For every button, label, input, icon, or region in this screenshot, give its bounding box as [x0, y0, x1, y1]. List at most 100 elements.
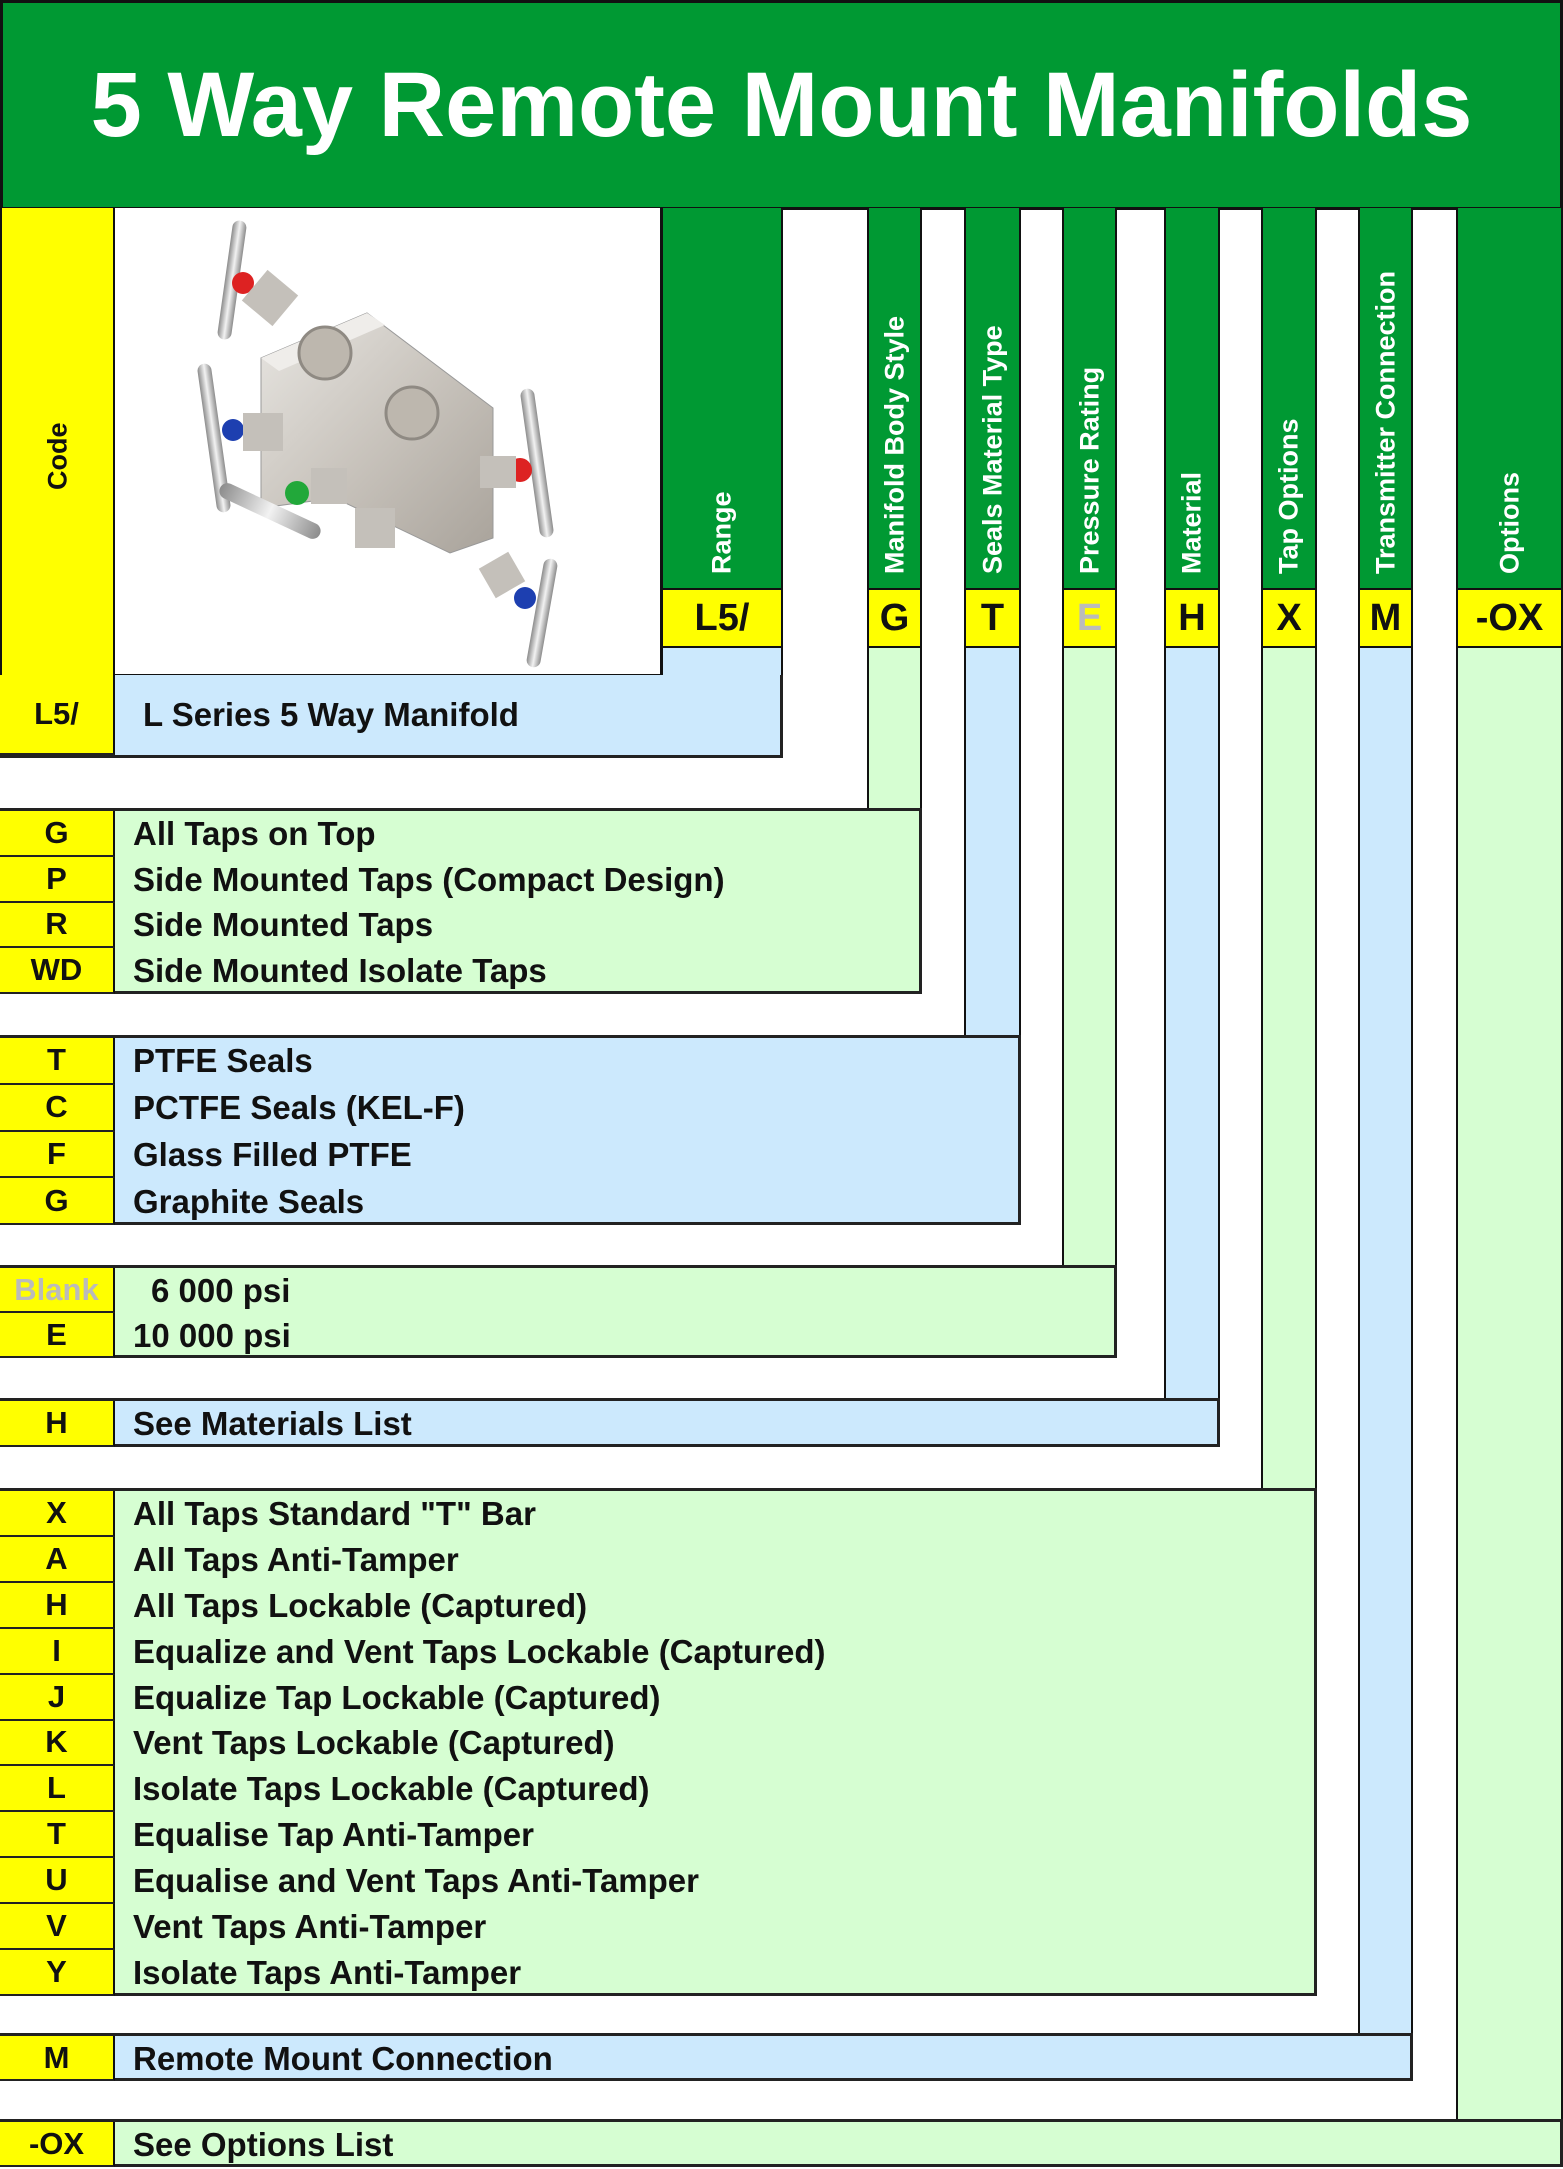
column-code-tap-options: X	[1261, 588, 1317, 648]
column-header-transmitter: Transmitter Connection	[1358, 208, 1413, 590]
option-code: T	[0, 1812, 115, 1859]
option-description: All Taps Lockable (Captured)	[133, 1586, 588, 1624]
option-code: M	[0, 2036, 115, 2081]
column-connector-seals	[964, 648, 1021, 1035]
option-code: J	[0, 1674, 115, 1721]
option-description: Vent Taps Lockable (Captured)	[133, 1724, 615, 1762]
option-code: G	[0, 811, 115, 857]
list-item: -OX See Options List	[0, 2122, 1560, 2167]
column-code-body-style: G	[867, 588, 922, 648]
option-description: Side Mounted Isolate Taps	[133, 952, 547, 990]
column-code-text: -OX	[1475, 596, 1544, 639]
code-column-header: Code	[0, 208, 115, 677]
option-code: G	[0, 1178, 115, 1225]
column-code-pressure: E	[1062, 588, 1117, 648]
column-header-pressure: Pressure Rating	[1062, 208, 1117, 590]
column-code-text: E	[1076, 596, 1103, 639]
column-label: Transmitter Connection	[1370, 270, 1400, 574]
column-code-options: -OX	[1456, 588, 1563, 648]
option-code: U	[0, 1858, 115, 1905]
option-code: V	[0, 1904, 115, 1951]
option-description: All Taps on Top	[133, 814, 376, 852]
column-code-seals: T	[964, 588, 1021, 648]
manifold-image	[197, 220, 558, 668]
column-header-body-style: Manifold Body Style	[867, 208, 922, 590]
option-description: All Taps Anti-Tamper	[133, 1540, 459, 1578]
option-code: I	[0, 1628, 115, 1675]
column-connector-material	[1164, 648, 1220, 1398]
section-material: H See Materials List	[0, 1398, 1220, 1447]
list-item: Blank 6 000 psi	[0, 1268, 1114, 1313]
column-header-range: Range	[661, 208, 783, 590]
column-label: Seals Material Type	[977, 325, 1007, 574]
column-label: Tap Options	[1273, 418, 1304, 575]
list-item: H See Materials List	[0, 1401, 1217, 1447]
option-description: See Options List	[133, 2125, 394, 2163]
list-item: U Equalise and Vent Taps Anti-Tamper	[0, 1858, 1314, 1905]
option-description: Equalise and Vent Taps Anti-Tamper	[133, 1862, 699, 1900]
option-description: 6 000 psi	[151, 1271, 291, 1309]
option-code: A	[0, 1536, 115, 1583]
column-code-text: X	[1276, 596, 1302, 639]
column-connector-options	[1456, 648, 1563, 2119]
column-code-text: M	[1369, 596, 1402, 639]
option-description: Side Mounted Taps (Compact Design)	[133, 860, 725, 898]
option-description: All Taps Standard "T" Bar	[133, 1494, 536, 1532]
option-description: Isolate Taps Lockable (Captured)	[133, 1770, 650, 1808]
option-description: Remote Mount Connection	[133, 2039, 553, 2077]
column-header-options: Options	[1456, 208, 1563, 590]
option-description: L Series 5 Way Manifold	[143, 696, 519, 733]
list-item: L Isolate Taps Lockable (Captured)	[0, 1766, 1314, 1813]
column-code-range: L5/	[661, 588, 783, 648]
list-item: C PCTFE Seals (KEL-F)	[0, 1084, 1018, 1132]
option-code: P	[0, 856, 115, 903]
column-connector-transmitter	[1358, 648, 1413, 2033]
product-photo	[115, 208, 663, 677]
option-code: H	[0, 1582, 115, 1629]
option-description: 10 000 psi	[133, 1316, 291, 1354]
column-label: Pressure Rating	[1074, 366, 1104, 574]
column-label: Options	[1494, 472, 1524, 574]
column-connector-pressure	[1062, 648, 1117, 1265]
option-description: Equalize and Vent Taps Lockable (Capture…	[133, 1632, 826, 1670]
column-label: Range	[706, 491, 737, 574]
list-item: P Side Mounted Taps (Compact Design)	[0, 856, 919, 903]
code-label: Code	[42, 422, 72, 491]
option-code: H	[0, 1401, 115, 1447]
option-code: X	[0, 1491, 115, 1537]
option-description: PCTFE Seals (KEL-F)	[133, 1089, 465, 1127]
option-code: -OX	[0, 2122, 115, 2167]
list-item: X All Taps Standard "T" Bar	[0, 1491, 1314, 1537]
list-item: L5/L Series 5 Way Manifold	[0, 675, 780, 755]
option-description: See Materials List	[133, 1405, 412, 1442]
list-item: A All Taps Anti-Tamper	[0, 1536, 1314, 1583]
option-code: T	[0, 1038, 115, 1085]
list-item: WD Side Mounted Isolate Taps	[0, 948, 919, 994]
column-label: Manifold Body Style	[879, 315, 909, 574]
option-code: WD	[0, 948, 115, 994]
title-text: 5 Way Remote Mount Manifolds	[90, 53, 1473, 156]
option-description: Isolate Taps Anti-Tamper	[133, 1954, 522, 1992]
option-code: C	[0, 1084, 115, 1132]
list-item: M Remote Mount Connection	[0, 2036, 1410, 2081]
column-code-material: H	[1164, 588, 1220, 648]
column-header-material: Material	[1164, 208, 1220, 590]
page-title: 5 Way Remote Mount Manifolds	[0, 0, 1563, 210]
column-code-text: G	[879, 596, 910, 639]
column-connector-tap-options	[1261, 648, 1317, 1488]
option-description: PTFE Seals	[133, 1042, 313, 1080]
section-options: -OX See Options List	[0, 2119, 1563, 2167]
column-label: Material	[1176, 471, 1207, 574]
option-code: Blank	[0, 1268, 115, 1313]
list-item: I Equalize and Vent Taps Lockable (Captur…	[0, 1628, 1314, 1675]
column-header-tap-options: Tap Options	[1261, 208, 1317, 590]
section-range: L5/L Series 5 Way Manifold	[0, 675, 783, 758]
option-code: L	[0, 1766, 115, 1813]
